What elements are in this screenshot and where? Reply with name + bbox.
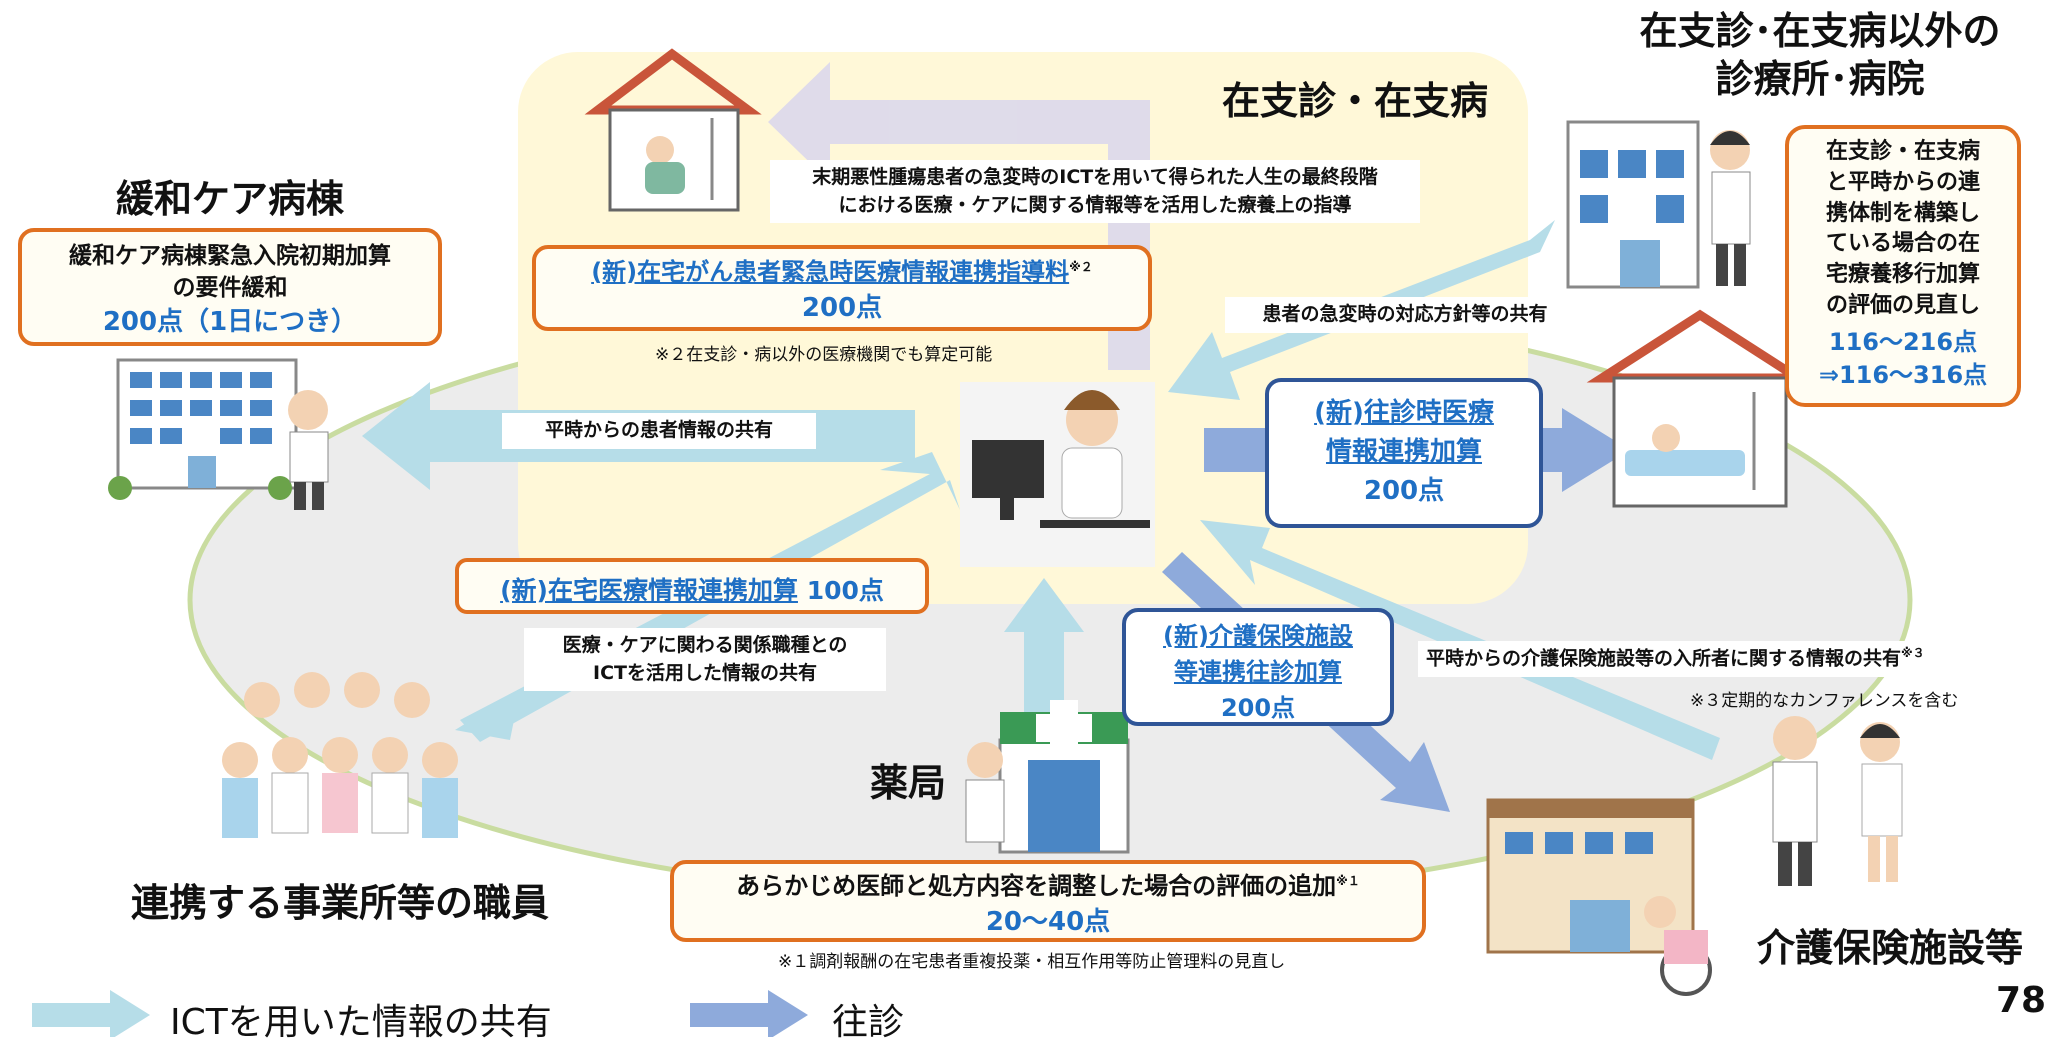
box-palliative-line1: 緩和ケア病棟緊急入院初期加算: [69, 243, 391, 269]
arrow-routine-patient-head: [362, 382, 430, 490]
box-transition-points2: ⇒116〜316点: [1818, 361, 1988, 390]
legend-ict-label: ICTを用いた情報の共有: [170, 1002, 552, 1043]
box-transition-points1: 116〜216点: [1828, 327, 1978, 356]
doctor-nurse-illustration: [1772, 716, 1903, 886]
title-staff: 連携する事業所等の職員: [130, 881, 549, 925]
note-2: ※２在支診・病以外の医療機関でも算定可能: [655, 345, 993, 365]
box-oushin-line1[interactable]: (新)往診時医療: [1314, 398, 1494, 428]
title-palliative: 緩和ケア病棟: [115, 177, 344, 221]
box-transition-line1: 在支診・在支病: [1825, 139, 1980, 164]
page-number: 78: [1996, 980, 2047, 1021]
box-pharmacy: あらかじめ医師と処方内容を調整した場合の評価の追加※１ 20〜40点: [670, 860, 1426, 942]
box-transition-line6: の評価の見直し: [1825, 292, 1980, 318]
box-transition-line3: 携体制を構築し: [1825, 200, 1980, 226]
box-transition: 在支診・在支病 と平時からの連 携体制を構築し ている場合の在 宅療養移行加算 …: [1785, 125, 2021, 407]
box-zaitaku: (新)在宅医療情報連携加算 100点: [455, 558, 929, 614]
box-palliative-points: 200点（1日につき）: [102, 307, 358, 338]
box-oushin-line2[interactable]: 情報連携加算: [1325, 437, 1482, 467]
arrow-facility-info: [1200, 520, 1720, 760]
box-pharmacy-text: あらかじめ医師と処方内容を調整した場合の評価の追加: [736, 872, 1337, 900]
label-ict-staff-line1: 医療・ケアに関わる関係職種との: [562, 634, 848, 656]
title-other-clinic-line2: 診療所･病院: [1715, 56, 1925, 101]
doctor-at-computer-illustration: [960, 382, 1155, 567]
legend-visit-label: 往診: [832, 1002, 905, 1043]
home-illustration-right: [1586, 309, 1814, 508]
care-facility-illustration: [1486, 798, 1712, 996]
title-pharmacy: 薬局: [869, 761, 946, 805]
home-illustration-top: [584, 48, 762, 212]
title-other-clinic: 在支診･在支病以外の 診療所･病院: [1600, 8, 2040, 103]
label-terminal-line1: 末期悪性腫瘍患者の急変時のICTを用いて得られた人生の最終段階: [812, 166, 1378, 188]
box-kaigo-points: 200点: [1220, 694, 1296, 722]
box-transition-line4: ている場合の在: [1825, 231, 1980, 257]
label-ict-staff-line2: ICTを活用した情報の共有: [593, 661, 817, 684]
arrow-pharmacy-head: [1004, 578, 1084, 632]
note-1: ※１調剤報酬の在宅患者重複投薬・相互作用等防止管理料の見直し: [778, 952, 1286, 972]
label-terminal-line2: における医療・ケアに関する情報等を活用した療養上の指導: [838, 193, 1352, 216]
note-3: ※３定期的なカンファレンスを含む: [1690, 691, 1959, 711]
box-pharmacy-mark: ※１: [1336, 874, 1360, 888]
label-terminal: 末期悪性腫瘍患者の急変時のICTを用いて得られた人生の最終段階 における医療・ケ…: [770, 160, 1420, 224]
label-emergency-policy: 患者の急変時の対応方針等の共有: [1225, 297, 1585, 333]
box-zaitaku-points: 100点: [806, 576, 884, 605]
box-pharmacy-points: 20〜40点: [985, 906, 1111, 937]
box-oushin: (新)往診時医療 情報連携加算 200点: [1265, 378, 1543, 528]
box-kaigo-line1[interactable]: (新)介護保険施設: [1163, 622, 1353, 650]
pharmacy-illustration: [965, 700, 1130, 854]
title-care-facility: 介護保険施設等: [1756, 926, 2023, 970]
box-palliative-line2: の要件緩和: [172, 275, 288, 302]
label-facility-info: 平時からの介護保険施設等の入所者に関する情報の共有※３: [1418, 641, 2018, 677]
label-routine-patient: 平時からの患者情報の共有: [502, 413, 816, 449]
box-cancer-name[interactable]: (新)在宅がん患者緊急時医療情報連携指導料: [591, 258, 1070, 286]
title-other-clinic-line1: 在支診･在支病以外の: [1639, 9, 2001, 53]
label-ict-staff: 医療・ケアに関わる関係職種との ICTを活用した情報の共有: [524, 628, 886, 692]
label-facility-info-text: 平時からの介護保険施設等の入所者に関する情報の共有: [1426, 647, 1902, 670]
arrow-visit-home-head: [1562, 408, 1630, 492]
palliative-hospital-illustration: [108, 358, 329, 510]
title-zaishin: 在支診・在支病: [1221, 79, 1488, 123]
label-facility-info-mark: ※３: [1901, 646, 1925, 660]
box-cancer-mark: ※２: [1069, 260, 1093, 274]
box-oushin-points: 200点: [1363, 476, 1445, 506]
box-transition-line2: と平時からの連: [1825, 169, 1980, 195]
legend-arrows: [32, 990, 808, 1037]
box-cancer: (新)在宅がん患者緊急時医療情報連携指導料※２ 200点: [532, 245, 1152, 331]
box-palliative: 緩和ケア病棟緊急入院初期加算 の要件緩和 200点（1日につき）: [18, 228, 442, 346]
staff-group-illustration: [222, 672, 458, 838]
box-transition-line5: 宅療養移行加算: [1825, 262, 1980, 288]
box-cancer-points: 200点: [801, 292, 883, 323]
box-zaitaku-name[interactable]: (新)在宅医療情報連携加算: [500, 576, 798, 605]
clinic-building-illustration: [1566, 120, 1751, 289]
box-kaigo: (新)介護保険施設 等連携往診加算 200点: [1122, 608, 1394, 726]
box-kaigo-line2[interactable]: 等連携往診加算: [1174, 658, 1342, 686]
